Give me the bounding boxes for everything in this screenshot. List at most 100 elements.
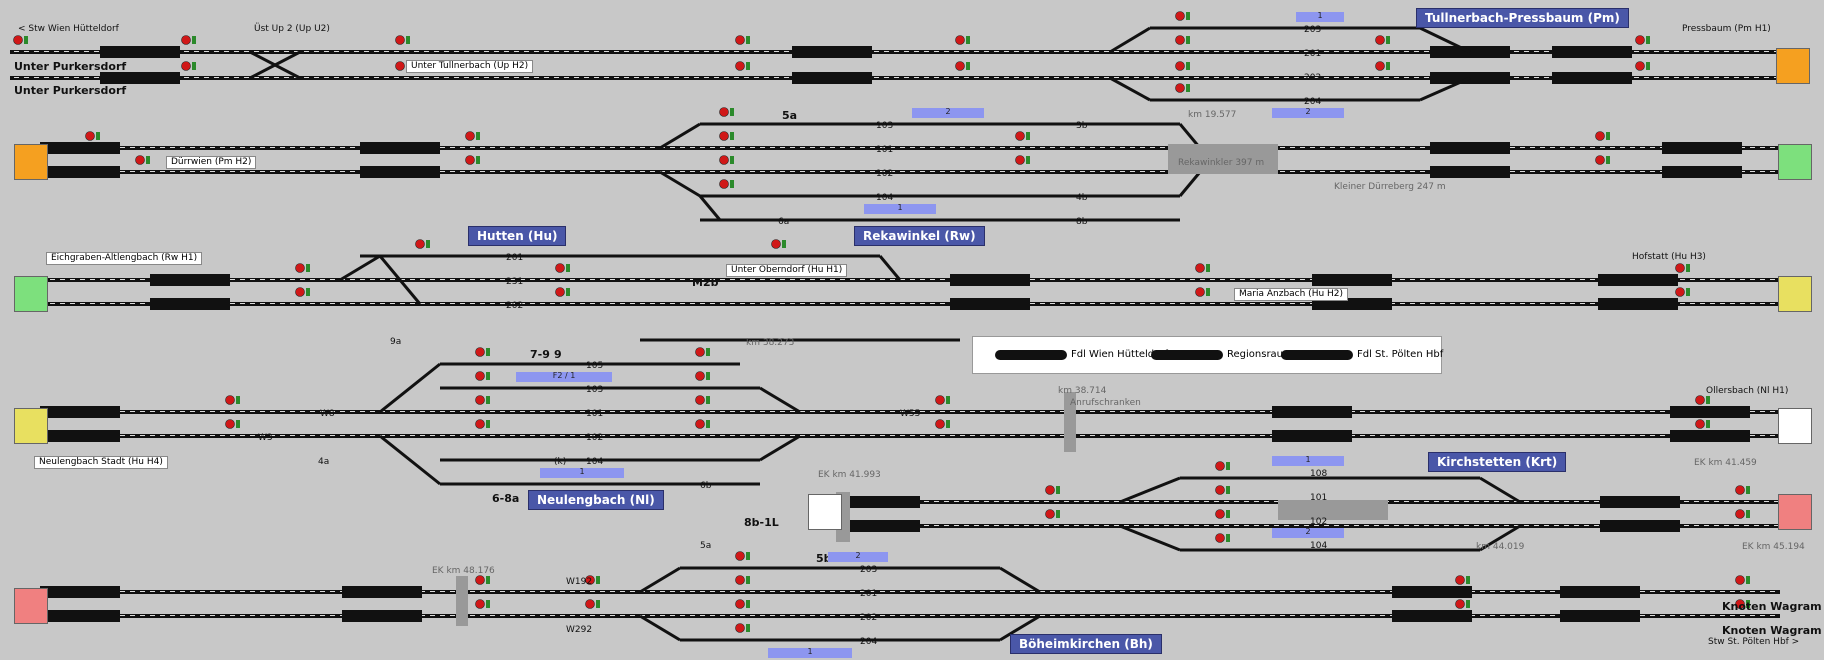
signal-light[interactable] xyxy=(735,61,745,71)
block-section[interactable] xyxy=(1662,142,1742,154)
block-section[interactable] xyxy=(40,430,120,442)
block-section[interactable] xyxy=(40,166,120,178)
signal-light[interactable] xyxy=(1215,461,1225,471)
block-section[interactable] xyxy=(1670,406,1750,418)
line-end-left-nl[interactable] xyxy=(14,408,48,444)
block-section[interactable] xyxy=(1392,586,1472,598)
signal-light[interactable] xyxy=(1735,485,1745,495)
signal-light[interactable] xyxy=(225,419,235,429)
signal-light[interactable] xyxy=(1635,61,1645,71)
signal-light[interactable] xyxy=(1675,263,1685,273)
route-bar[interactable]: 2 xyxy=(912,107,984,118)
block-section[interactable] xyxy=(360,142,440,154)
route-bar[interactable]: 2 xyxy=(1272,527,1344,538)
line-end-left-krt[interactable] xyxy=(808,494,842,530)
signal-light[interactable] xyxy=(1375,61,1385,71)
signal-light[interactable] xyxy=(1595,155,1605,165)
route-bar[interactable]: 2 xyxy=(1272,107,1344,118)
signal-light[interactable] xyxy=(935,395,945,405)
signal-light[interactable] xyxy=(475,347,485,357)
signal-light[interactable] xyxy=(1175,83,1185,93)
signal-light[interactable] xyxy=(1215,533,1225,543)
signal-light[interactable] xyxy=(719,131,729,141)
signal-light[interactable] xyxy=(1695,419,1705,429)
block-section[interactable] xyxy=(1600,496,1680,508)
signal-light[interactable] xyxy=(1595,131,1605,141)
route-bar[interactable]: 1 xyxy=(1272,455,1344,466)
signal-light[interactable] xyxy=(719,155,729,165)
route-bar[interactable]: F2 / 1 xyxy=(516,371,612,382)
station-hutten[interactable]: Hutten (Hu) xyxy=(468,226,567,246)
block-section[interactable] xyxy=(150,274,230,286)
signal-light[interactable] xyxy=(735,623,745,633)
station-kirchstetten[interactable]: Kirchstetten (Krt) xyxy=(1428,452,1567,472)
signal-light[interactable] xyxy=(1015,131,1025,141)
signal-light[interactable] xyxy=(135,155,145,165)
block-section[interactable] xyxy=(1598,274,1678,286)
signal-light[interactable] xyxy=(719,179,729,189)
block-section[interactable] xyxy=(1430,142,1510,154)
line-end-left-hu[interactable] xyxy=(14,276,48,312)
signal-light[interactable] xyxy=(181,61,191,71)
line-end-right-krt[interactable] xyxy=(1778,494,1812,530)
signal-light[interactable] xyxy=(735,575,745,585)
signal-light[interactable] xyxy=(475,371,485,381)
signal-light[interactable] xyxy=(1735,575,1745,585)
block-section[interactable] xyxy=(1598,298,1678,310)
signal-light[interactable] xyxy=(695,395,705,405)
signal-light[interactable] xyxy=(585,599,595,609)
signal-light[interactable] xyxy=(1045,509,1055,519)
signal-light[interactable] xyxy=(1455,575,1465,585)
route-bar[interactable]: 2 xyxy=(828,551,888,562)
line-end-right-nl[interactable] xyxy=(1778,408,1812,444)
block-section[interactable] xyxy=(840,496,920,508)
signal-light[interactable] xyxy=(1175,35,1185,45)
signal-light[interactable] xyxy=(1175,61,1185,71)
route-bar[interactable]: 1 xyxy=(540,467,624,478)
signal-light[interactable] xyxy=(585,575,595,585)
signal-light[interactable] xyxy=(225,395,235,405)
signal-light[interactable] xyxy=(1015,155,1025,165)
station-tullnerbach-pressbaum[interactable]: Tullnerbach-Pressbaum (Pm) xyxy=(1416,8,1629,28)
block-section[interactable] xyxy=(360,166,440,178)
signal-light[interactable] xyxy=(1175,11,1185,21)
signal-light[interactable] xyxy=(465,131,475,141)
station-neulengbach[interactable]: Neulengbach (Nl) xyxy=(528,490,664,510)
signal-light[interactable] xyxy=(719,107,729,117)
block-section[interactable] xyxy=(1272,430,1352,442)
block-section[interactable] xyxy=(1552,72,1632,84)
signal-light[interactable] xyxy=(465,155,475,165)
block-section[interactable] xyxy=(40,586,120,598)
line-end-left-pm[interactable] xyxy=(14,144,48,180)
station-boeheimkirchen[interactable]: Böheimkirchen (Bh) xyxy=(1010,634,1162,654)
signal-light[interactable] xyxy=(1455,599,1465,609)
signal-light[interactable] xyxy=(475,599,485,609)
block-section[interactable] xyxy=(1560,610,1640,622)
block-section[interactable] xyxy=(40,610,120,622)
signal-light[interactable] xyxy=(1215,485,1225,495)
signal-light[interactable] xyxy=(475,395,485,405)
signal-light[interactable] xyxy=(695,347,705,357)
line-end-left-bh[interactable] xyxy=(14,588,48,624)
line-end-right-rw[interactable] xyxy=(1778,144,1812,180)
signal-light[interactable] xyxy=(1695,395,1705,405)
signal-light[interactable] xyxy=(695,419,705,429)
signal-light[interactable] xyxy=(955,35,965,45)
block-section[interactable] xyxy=(1600,520,1680,532)
signal-light[interactable] xyxy=(735,35,745,45)
signal-light[interactable] xyxy=(1735,599,1745,609)
route-bar[interactable]: 1 xyxy=(864,203,936,214)
block-section[interactable] xyxy=(1662,166,1742,178)
block-section[interactable] xyxy=(792,46,872,58)
block-section[interactable] xyxy=(150,298,230,310)
link-wien-huetteldorf[interactable]: < Stw Wien Hütteldorf xyxy=(18,24,119,34)
signal-light[interactable] xyxy=(1195,263,1205,273)
block-section[interactable] xyxy=(342,586,422,598)
signal-light[interactable] xyxy=(1675,287,1685,297)
signal-light[interactable] xyxy=(395,35,405,45)
signal-light[interactable] xyxy=(85,131,95,141)
block-section[interactable] xyxy=(40,406,120,418)
block-section[interactable] xyxy=(792,72,872,84)
block-section[interactable] xyxy=(1560,586,1640,598)
link-st-poelten-hbf[interactable]: Stw St. Pölten Hbf > xyxy=(1708,637,1800,647)
